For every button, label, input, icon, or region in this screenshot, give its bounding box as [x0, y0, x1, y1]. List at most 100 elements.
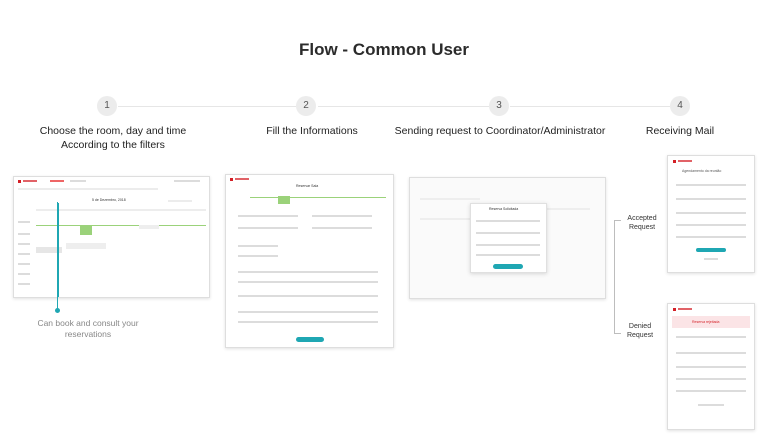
calendar-date: 5 de Dezembro, 2018 — [92, 198, 126, 202]
step-1-label-line2: According to the filters — [61, 139, 165, 151]
step-connector — [118, 106, 296, 107]
mail-button — [696, 248, 726, 252]
mail-row — [676, 378, 746, 380]
form-field — [312, 215, 372, 217]
calendar-caption-line2: reservations — [64, 329, 112, 339]
santander-logo-text — [678, 308, 692, 310]
room-row — [18, 273, 30, 275]
modal-row — [476, 254, 540, 256]
santander-logo-text — [235, 178, 249, 180]
step-connector — [318, 106, 489, 107]
santander-logo — [673, 308, 676, 311]
mail-row — [676, 390, 746, 392]
page-title: Flow - Common User — [298, 40, 469, 59]
form-field — [238, 245, 278, 247]
step-2-number: 2 — [296, 96, 316, 116]
form-field — [238, 295, 378, 297]
denied-request-label: Denied Request — [620, 322, 660, 340]
denied-line1: Denied — [628, 323, 652, 330]
accepted-line1: Accepted — [627, 215, 657, 222]
step-4-label-line1: Receiving Mail — [645, 125, 715, 137]
time-marker-line — [36, 225, 206, 226]
room-row — [18, 243, 30, 245]
form-field — [238, 321, 378, 323]
mail-row — [676, 224, 746, 226]
room-row — [18, 253, 30, 255]
room-row — [18, 233, 30, 235]
mail-row — [676, 198, 746, 200]
form-field — [238, 281, 378, 283]
mail-row — [676, 236, 746, 238]
denied-mail-title: Reserva rejeitada — [692, 320, 720, 324]
step-2-label: Fill the Informations — [212, 124, 412, 138]
ok-button — [493, 264, 523, 269]
step-3-label-line1: Sending request to Coordinator/Administr… — [394, 125, 606, 137]
booking-block — [36, 247, 62, 253]
form-field — [238, 255, 278, 257]
nav-tab — [50, 180, 64, 182]
form-field — [238, 311, 378, 313]
calendar-caption: Can book and consult your reservations — [22, 318, 154, 340]
santander-logo — [18, 180, 21, 183]
calendar-caption-line1: Can book and consult your — [37, 318, 139, 328]
accepted-request-label: Accepted Request — [622, 214, 662, 232]
step-connector — [510, 106, 670, 107]
selected-column — [58, 203, 59, 297]
modal-row — [476, 232, 540, 234]
annotation-line — [57, 202, 58, 310]
request-sent-thumbnail: Reserva Solicitada — [409, 177, 606, 299]
mail-row — [676, 352, 746, 354]
modal-row — [476, 244, 540, 246]
step-4-label: Receiving Mail — [580, 124, 768, 138]
denied-mail-thumbnail: Reserva rejeitada — [667, 303, 755, 430]
santander-logo — [230, 178, 233, 181]
denied-line2: Request — [626, 332, 654, 339]
step-3-label: Sending request to Coordinator/Administr… — [385, 124, 615, 138]
booking-block — [139, 225, 159, 229]
form-title: Reservar Sala — [296, 184, 319, 188]
request-modal: Reserva Solicitada — [470, 203, 547, 273]
annotation-dot — [55, 308, 60, 313]
hour-axis — [36, 209, 206, 211]
reservation-form-thumbnail: Reservar Sala — [225, 174, 394, 348]
accepted-mail-title: Agendamento da reunião — [682, 169, 722, 173]
booking-block — [66, 243, 106, 249]
step-2-label-line1: Fill the Informations — [266, 125, 358, 137]
calendar-search — [168, 200, 192, 202]
background-line — [420, 198, 480, 200]
background-line — [420, 218, 470, 220]
modal-row — [476, 220, 540, 222]
form-selected-slot — [278, 196, 290, 204]
form-field — [238, 215, 298, 217]
accepted-line2: Request — [628, 224, 656, 231]
room-row — [18, 221, 30, 223]
modal-title: Reserva Solicitada — [489, 207, 519, 211]
mail-row — [676, 184, 746, 186]
filter-row — [18, 188, 158, 190]
step-4-number: 4 — [670, 96, 690, 116]
mail-row — [676, 212, 746, 214]
form-timeline — [250, 197, 386, 198]
nav-tab — [70, 180, 86, 182]
step-1-label: Choose the room, day and time According … — [13, 124, 213, 152]
submit-button — [296, 337, 324, 342]
background-line — [540, 208, 590, 210]
santander-logo — [673, 160, 676, 163]
booking-block — [80, 225, 92, 235]
form-field — [238, 271, 378, 273]
mail-row — [676, 336, 746, 338]
calendar-screen-thumbnail: 5 de Dezembro, 2018 — [13, 176, 210, 298]
nav-user — [174, 180, 200, 182]
step-3-number: 3 — [489, 96, 509, 116]
step-1-label-line1: Choose the room, day and time — [39, 125, 187, 137]
santander-logo-text — [678, 160, 692, 162]
accepted-mail-thumbnail: Agendamento da reunião — [667, 155, 755, 273]
form-field — [238, 227, 298, 229]
mail-footer — [704, 258, 718, 260]
mail-footer — [698, 404, 724, 406]
santander-logo-text — [23, 180, 37, 182]
outcome-bracket — [614, 220, 621, 334]
mail-row — [676, 366, 746, 368]
denied-header — [672, 316, 750, 328]
room-row — [18, 283, 30, 285]
